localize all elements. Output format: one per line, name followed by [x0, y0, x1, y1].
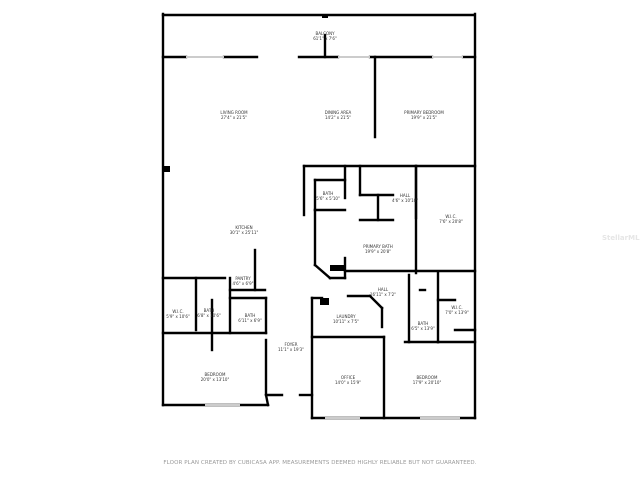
- room-name: FOYER: [284, 342, 298, 347]
- room-dimensions: 7'6" x 20'8": [439, 219, 463, 224]
- room-name: BATH: [322, 191, 334, 196]
- room-dimensions: 30'1" x 25'11": [229, 230, 259, 235]
- room-dimensions: 6'11" x 6'9": [238, 318, 262, 323]
- room-label: W.I.C.7'6" x 20'8": [439, 214, 463, 224]
- room-dimensions: 20'0" x 13'10": [200, 377, 230, 382]
- room-name: BEDROOM: [416, 375, 438, 380]
- room-label: W.I.C.5'9" x 10'6": [166, 309, 190, 319]
- footer-disclaimer: FLOOR PLAN CREATED BY CUBICASA APP. MEAS…: [163, 460, 477, 466]
- room-dimensions: 17'9" x 20'10": [412, 380, 442, 385]
- room-name: OFFICE: [340, 375, 356, 380]
- room-dimensions: 7'0" x 13'9": [445, 310, 469, 315]
- column: [322, 14, 328, 18]
- room-name: HALL: [377, 287, 389, 292]
- room-dimensions: 4'6" x 6'9": [232, 281, 254, 286]
- room-name: LAUNDRY: [336, 314, 356, 319]
- room-dimensions: 19'9" x 21'5": [410, 115, 438, 120]
- column: [163, 166, 170, 172]
- room-dimensions: 6'8" x 10'6": [197, 313, 221, 318]
- room-name: BATH: [244, 313, 256, 318]
- room-name: W.I.C.: [451, 305, 463, 310]
- room-name: PRIMARY BEDROOM: [404, 110, 444, 115]
- room-name: BEDROOM: [204, 372, 226, 377]
- wall: [313, 263, 332, 280]
- room-name: W.I.C.: [172, 309, 184, 314]
- room-dimensions: 10'11" x 7'5": [332, 319, 360, 324]
- room-dimensions: 19'9" x 20'8": [364, 249, 392, 254]
- room-name: DINING AREA: [324, 110, 352, 115]
- wall: [368, 294, 384, 310]
- room-dimensions: 11'1" x 19'3": [277, 347, 305, 352]
- room-dimensions: 14'2" x 21'5": [324, 115, 352, 120]
- column: [330, 265, 344, 271]
- column: [320, 298, 329, 305]
- room-dimensions: 5'9" x 10'6": [166, 314, 190, 319]
- room-dimensions: 16'11" x 7'2": [369, 292, 397, 297]
- room-name: W.I.C.: [445, 214, 457, 219]
- room-dimensions: 27'4" x 21'5": [220, 115, 248, 120]
- room-name: BATH: [417, 321, 429, 326]
- room-dimensions: 61'1" x 7'6": [313, 36, 337, 41]
- room-dimensions: 4'6" x 10'10": [391, 198, 419, 203]
- room-name: PANTRY: [235, 276, 251, 281]
- room-name: HALL: [399, 193, 411, 198]
- room-label: W.I.C.7'0" x 13'9": [445, 305, 469, 315]
- wall: [264, 393, 270, 407]
- room-name: BALCONY: [315, 31, 335, 36]
- room-dimensions: 5'6" x 5'10": [316, 196, 340, 201]
- room-name: KITCHEN: [235, 225, 253, 230]
- room-name: LIVING ROOM: [220, 110, 248, 115]
- room-name: PRIMARY BATH: [363, 244, 393, 249]
- watermark-logo: StellarMLS: [602, 234, 640, 242]
- room-dimensions: 6'5" x 13'9": [411, 326, 435, 331]
- room-name: BATH: [203, 308, 215, 313]
- room-dimensions: 14'0" x 15'9": [334, 380, 362, 385]
